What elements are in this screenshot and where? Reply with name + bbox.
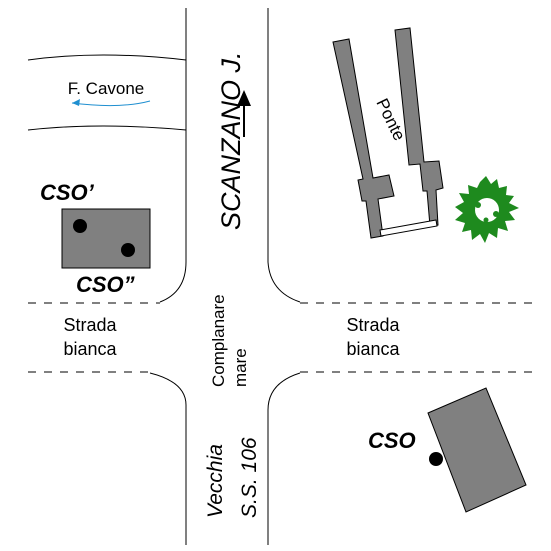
river-label: F. Cavone — [68, 79, 145, 98]
vecchia-label-2: S.S. 106 — [238, 437, 261, 518]
strada-left-label-2: bianca — [63, 339, 117, 359]
arrow-up-icon — [237, 90, 251, 137]
road-right-edge-lower — [267, 372, 301, 545]
cso-right-dot — [429, 452, 443, 466]
vecchia-label-1: Vecchia — [204, 444, 227, 518]
cso-building-left: CSO’ CSO” — [40, 180, 151, 297]
river-bank-bottom — [27, 125, 187, 131]
road-left-edge-lower — [149, 372, 187, 545]
complanare-label-1: Complanare — [209, 294, 228, 387]
road-left-edge-upper — [159, 8, 187, 303]
cso-top-label: CSO’ — [40, 180, 95, 205]
cso-bottom-label: CSO” — [76, 272, 135, 297]
strada-right-label-2: bianca — [346, 339, 400, 359]
bridge-deck — [379, 219, 438, 237]
river-bank-top — [27, 54, 187, 61]
river-flow-arrowhead — [72, 99, 80, 106]
bridge-ponte: Ponte — [332, 27, 444, 239]
strada-bianca-lines — [28, 302, 540, 373]
cso-top-dot — [73, 219, 87, 233]
bridge-left-rail — [332, 38, 395, 239]
cso-bottom-dot — [121, 243, 135, 257]
building-right — [427, 387, 527, 513]
strada-right-label-1: Strada — [346, 315, 400, 335]
strada-left-label-1: Strada — [63, 315, 117, 335]
tree-icon — [455, 176, 519, 243]
main-road — [149, 8, 301, 545]
cso-building-right: CSO — [368, 387, 527, 513]
river-flow-arrow-icon — [71, 100, 151, 107]
river-cavone: F. Cavone — [27, 54, 187, 131]
complanare-label-2: mare — [231, 348, 250, 387]
town-label: SCANZANO J. — [216, 51, 246, 230]
cso-right-label: CSO — [368, 428, 416, 453]
building-left — [61, 208, 151, 269]
road-right-edge-upper — [267, 8, 301, 303]
bridge-right-rail — [394, 27, 444, 227]
